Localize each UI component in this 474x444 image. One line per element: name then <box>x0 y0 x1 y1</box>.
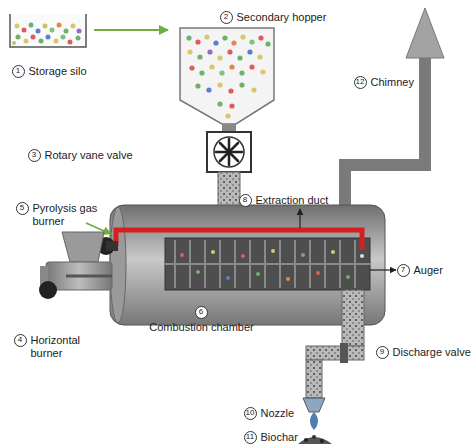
feed-arrow <box>94 29 168 31</box>
horizontal-burner <box>39 232 112 299</box>
callout-number: 3 <box>29 150 40 161</box>
callout-number: 7 <box>398 265 409 276</box>
part-label: Horizontal burner <box>31 334 93 360</box>
callout-number: 8 <box>240 195 251 206</box>
callout-number: 11 <box>245 432 256 443</box>
nozzle <box>303 398 325 430</box>
callout-circle: 2Secondary hopper <box>220 11 233 24</box>
callout-circle: 1Storage silo <box>12 65 25 78</box>
chimney <box>345 8 444 206</box>
callout-circle: 6Combustion chamber <box>195 306 208 319</box>
callout-circle: 4Horizontal burner <box>14 334 27 347</box>
callout-number: 1 <box>13 66 24 77</box>
part-label: Chimney <box>371 76 414 89</box>
callout-circle: 3Rotary vane valve <box>28 149 41 162</box>
discharge-chute <box>306 290 364 398</box>
part-label: Discharge valve <box>393 346 471 359</box>
callout-circle: 11Biochar <box>244 431 257 444</box>
part-label: Rotary vane valve <box>45 149 133 162</box>
callout-number: 10 <box>245 408 256 419</box>
callout-circle: 5Pyrolysis gas burner <box>16 202 29 215</box>
rotary-vane-valve <box>207 132 251 172</box>
callout-number: 9 <box>377 347 388 358</box>
callout-number: 4 <box>15 335 26 346</box>
hopper-spout <box>222 124 236 132</box>
feed-pipe <box>218 172 240 206</box>
duct-arrow <box>299 209 300 228</box>
callout-number: 2 <box>221 12 232 23</box>
storage-silo <box>10 14 86 47</box>
part-label: Secondary hopper <box>237 11 327 24</box>
part-label: Extraction duct <box>256 194 329 207</box>
auger-arrow <box>370 269 396 270</box>
callout-number: 12 <box>355 77 366 88</box>
part-label: Pyrolysis gas burner <box>33 202 115 228</box>
callout-circle: 8Extraction duct <box>239 194 252 207</box>
callout-circle: 10Nozzle <box>244 407 257 420</box>
part-label: Combustion chamber <box>136 321 268 334</box>
callout-number: 6 <box>196 307 207 318</box>
callout-circle: 12Chimney <box>354 76 367 89</box>
extraction-duct <box>116 230 362 250</box>
callout-number: 5 <box>17 203 28 214</box>
callout-circle: 7Auger <box>397 264 410 277</box>
part-label: Storage silo <box>29 65 87 78</box>
secondary-hopper <box>180 28 274 124</box>
part-label: Nozzle <box>261 407 295 420</box>
part-label: Auger <box>414 264 443 277</box>
biochar-pile <box>298 435 332 444</box>
part-label: Biochar <box>261 431 298 444</box>
callout-circle: 9Discharge valve <box>376 346 389 359</box>
